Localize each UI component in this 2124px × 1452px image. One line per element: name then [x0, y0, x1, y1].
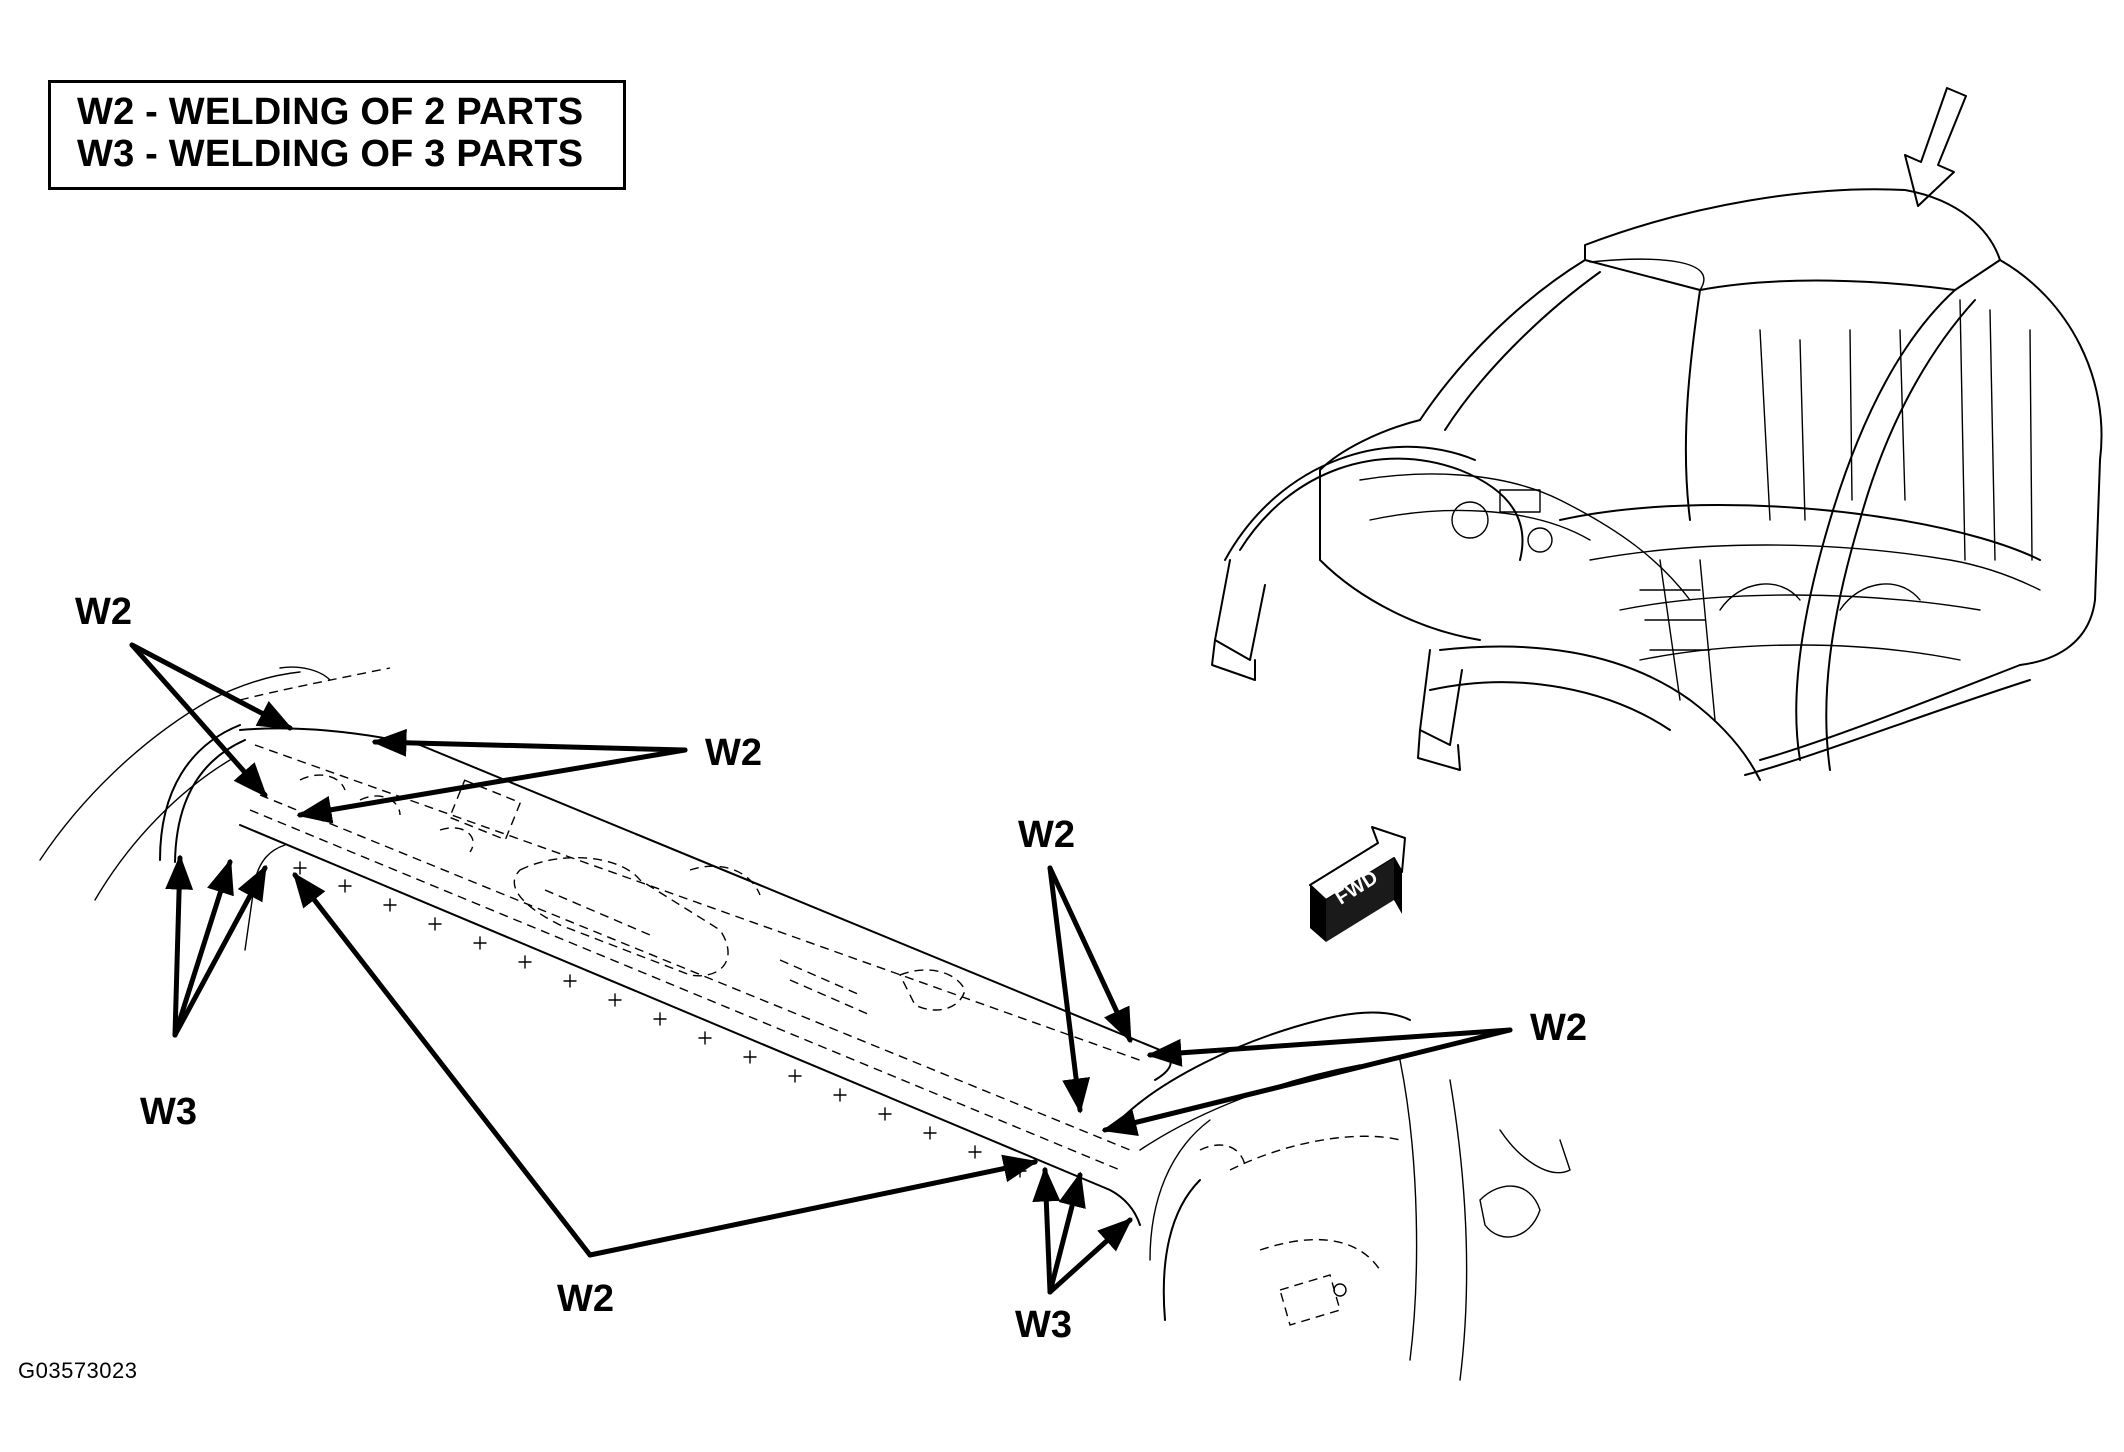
callout-w3-right: W3: [1015, 1304, 1072, 1346]
callout-w3-left: W3: [140, 1091, 197, 1133]
legend-w3-line: W3 - WELDING OF 3 PARTS: [77, 133, 584, 175]
callout-w2-top-left: W2: [75, 591, 132, 633]
cab-body-overview: [1211, 87, 2103, 781]
callout-w2-right-far: W2: [1530, 1007, 1587, 1049]
weld-marks-bottom: [293, 861, 1027, 1178]
figure-id: G03573023: [18, 1358, 138, 1383]
callout-w2-upper-middle: W2: [705, 732, 762, 774]
legend-box: W2 - WELDING OF 2 PARTS W3 - WELDING OF …: [48, 80, 626, 190]
legend-w2-line: W2 - WELDING OF 2 PARTS: [77, 91, 584, 133]
fwd-direction-arrow: [1309, 826, 1406, 942]
callout-leaders: [129, 642, 1513, 1295]
callout-w2-bottom-center: W2: [557, 1278, 614, 1320]
callout-w2-right-upper: W2: [1018, 814, 1075, 856]
roof-header-detail: [39, 666, 1571, 1381]
